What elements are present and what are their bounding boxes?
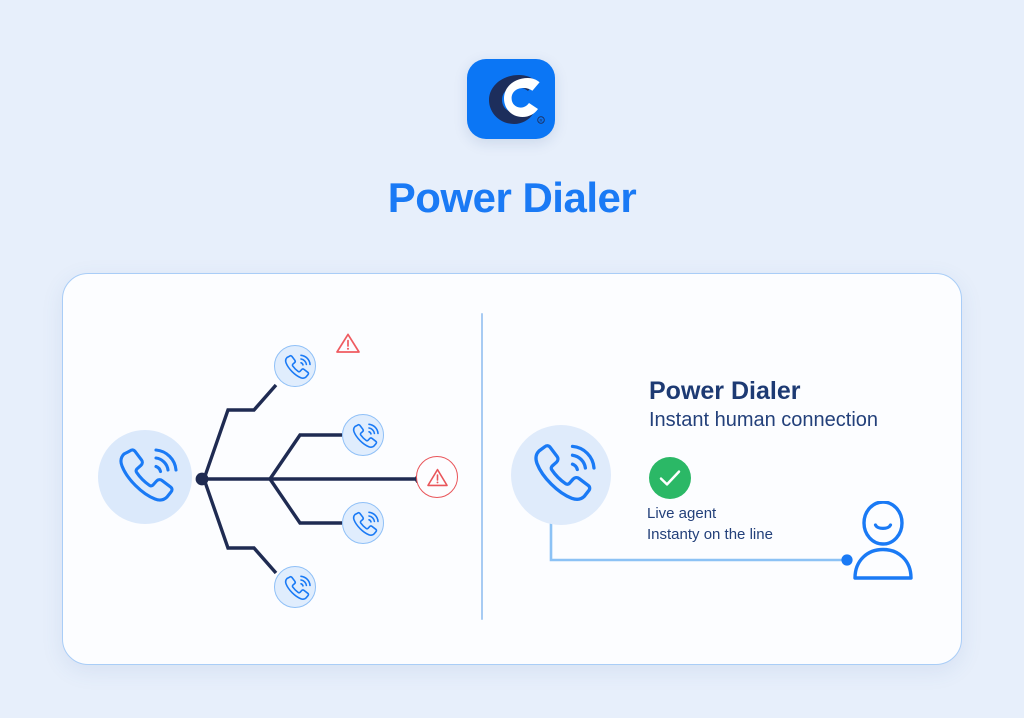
power-dialer-result: Power Dialer Instant human connection Li… (505, 313, 955, 623)
status-badge (649, 457, 691, 499)
phone-call-icon (534, 444, 596, 501)
page-title: Power Dialer (387, 174, 637, 221)
panel-subtitle: Instant human connection (649, 409, 879, 431)
panel-title: Power Dialer (649, 377, 801, 405)
status-labels: Live agent Instanty on the line (647, 503, 773, 545)
phone-call-icon (284, 575, 311, 600)
outbound-call-node (274, 566, 316, 608)
hub-phone-circle (511, 425, 611, 525)
status-line-1: Live agent (647, 505, 717, 522)
agent-connector-dot (841, 554, 853, 566)
phone-call-icon (352, 511, 379, 536)
root-node-dot (195, 472, 209, 486)
status-line-2: Instanty on the line (647, 526, 773, 543)
phone-call-icon (119, 448, 178, 502)
phone-call-icon (284, 354, 311, 379)
hub-phone-circle (98, 430, 192, 524)
failed-call-warning (416, 456, 458, 498)
phone-call-icon (352, 423, 379, 448)
check-icon (659, 470, 681, 486)
panel-divider (481, 313, 484, 620)
branch-lines (195, 383, 426, 575)
brand-logo: R (467, 59, 557, 139)
warning-triangle-icon (336, 333, 360, 353)
outbound-call-node (274, 345, 316, 387)
outbound-call-node (342, 414, 384, 456)
svg-text:R: R (539, 118, 542, 123)
person-icon (853, 501, 913, 580)
warning-triangle-icon (427, 468, 448, 487)
agent-connector-line (549, 520, 853, 566)
outbound-call-node (342, 502, 384, 544)
traditional-dialer-diagram (80, 315, 480, 625)
close-logo-icon: R (489, 75, 545, 124)
